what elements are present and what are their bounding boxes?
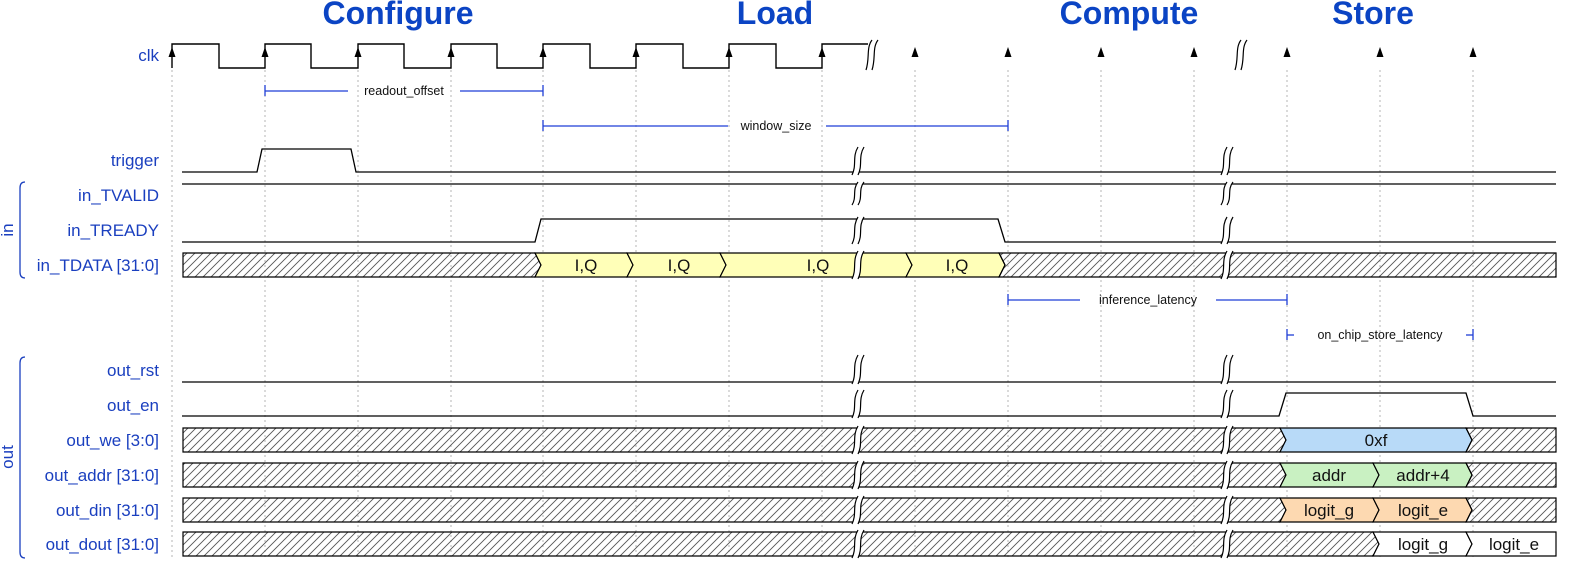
clk-rising-edge-1 <box>261 47 269 57</box>
clk-rising-edge-0 <box>168 47 176 57</box>
in-tdata-dontcare-2 <box>998 252 1557 278</box>
break-1-2 <box>1220 216 1234 245</box>
out-addr-addr-label: addr <box>1312 466 1346 485</box>
clk-rising-edge-7 <box>818 47 826 57</box>
in-tdata-iq-4-label: I,Q <box>946 256 969 275</box>
measurement-inference-latency <box>1007 294 1288 305</box>
phase-headers: Configure Load Compute Store <box>322 0 1413 31</box>
clk-rising-edge-11 <box>1190 47 1198 57</box>
break-0-5 <box>851 389 865 419</box>
measurement-on-chip-store-latency <box>1286 329 1474 340</box>
break-1-0 <box>1220 146 1234 176</box>
clk-rising-edge-13 <box>1376 47 1384 57</box>
group-out-label: out <box>0 445 17 469</box>
on-chip-store-latency-label: on_chip_store_latency <box>1317 328 1443 342</box>
clk-rising-edge-9 <box>1004 47 1012 57</box>
out-dout-logit-e <box>1465 531 1557 557</box>
clk-trace <box>171 43 868 69</box>
label-out-we: out_we [3:0] <box>66 431 159 450</box>
clk-rising-edge-6 <box>725 47 733 57</box>
label-out-din: out_din [31:0] <box>56 501 159 520</box>
signal-labels: clk trigger in_TVALID in_TREADY in_TDATA… <box>37 46 160 554</box>
clk-rising-edge-2 <box>354 47 362 57</box>
label-in-tvalid: in_TVALID <box>78 186 159 205</box>
out-dout-logit-g-label: logit_g <box>1398 535 1448 554</box>
label-in-tready: in_TREADY <box>67 221 159 240</box>
group-in-label: in <box>0 223 17 236</box>
phase-configure: Configure <box>322 0 473 31</box>
out-en-waveform <box>182 392 1556 417</box>
label-out-rst: out_rst <box>107 361 159 380</box>
out-dout-waveform <box>182 531 1557 557</box>
in-tdata-dontcare <box>182 252 542 278</box>
in-tdata-iq-1-label: I,Q <box>575 256 598 275</box>
break-1-7 <box>1220 460 1234 490</box>
out-din-waveform <box>182 497 1557 523</box>
break-0-8 <box>851 495 865 525</box>
break-1-3 <box>1220 250 1234 280</box>
break-1-8 <box>1220 495 1234 525</box>
out-we-waveform <box>182 427 1557 453</box>
group-in: in <box>0 181 26 279</box>
break-0-7 <box>851 460 865 490</box>
label-out-addr: out_addr [31:0] <box>45 466 159 485</box>
inference-latency-label: inference_latency <box>1099 293 1198 307</box>
out-we-0xf-label: 0xf <box>1365 431 1388 450</box>
clk-break-load <box>865 39 879 71</box>
break-0-6 <box>851 425 865 455</box>
time-break-marks <box>851 146 1234 559</box>
in-tdata-waveform <box>182 252 1557 278</box>
readout-offset-label: readout_offset <box>364 84 444 98</box>
break-1-6 <box>1220 425 1234 455</box>
in-tdata-iq-2-label: I,Q <box>668 256 691 275</box>
in-tready-waveform <box>182 218 1556 243</box>
label-clk: clk <box>138 46 159 65</box>
label-in-tdata: in_TDATA [31:0] <box>37 256 159 275</box>
clk-rising-edge-10 <box>1097 47 1105 57</box>
out-addr-waveform <box>182 462 1557 488</box>
clk-edge-arrows <box>168 47 1477 57</box>
break-0-4 <box>851 354 865 385</box>
clk-rising-edge-4 <box>539 47 547 57</box>
clk-rising-edge-8 <box>911 47 919 57</box>
break-1-9 <box>1220 529 1234 559</box>
label-trigger: trigger <box>111 151 160 170</box>
clk-rising-edge-5 <box>632 47 640 57</box>
measurement-readout-offset <box>264 85 544 96</box>
clk-rising-edge-3 <box>447 47 455 57</box>
break-1-5 <box>1220 389 1234 419</box>
group-in-bracket <box>19 181 26 279</box>
clk-rising-edge-14 <box>1469 47 1477 57</box>
in-tdata-iq-3-label: I,Q <box>807 256 830 275</box>
out-addr-addr4-label: addr+4 <box>1396 466 1449 485</box>
trigger-waveform <box>182 148 1556 173</box>
phase-store: Store <box>1332 0 1414 31</box>
clk-waveform <box>168 39 1477 71</box>
out-dout-logit-e-label: logit_e <box>1489 535 1539 554</box>
out-din-logit-g-label: logit_g <box>1304 501 1354 520</box>
break-0-0 <box>851 146 865 176</box>
window-size-label: window_size <box>740 119 812 133</box>
measurement-window-size <box>542 120 1009 131</box>
clk-rising-edge-12 <box>1283 47 1291 57</box>
break-1-1 <box>1220 181 1234 206</box>
break-0-3 <box>851 250 865 280</box>
break-0-1 <box>851 181 865 206</box>
out-din-logit-e-label: logit_e <box>1398 501 1448 520</box>
phase-load: Load <box>737 0 813 31</box>
group-out: out <box>0 356 26 559</box>
break-1-4 <box>1220 354 1234 385</box>
label-out-dout: out_dout [31:0] <box>46 535 159 554</box>
label-out-en: out_en <box>107 396 159 415</box>
group-out-bracket <box>19 356 26 559</box>
break-0-2 <box>851 216 865 245</box>
phase-compute: Compute <box>1060 0 1199 31</box>
break-0-9 <box>851 529 865 559</box>
clk-break-compute <box>1234 39 1248 71</box>
